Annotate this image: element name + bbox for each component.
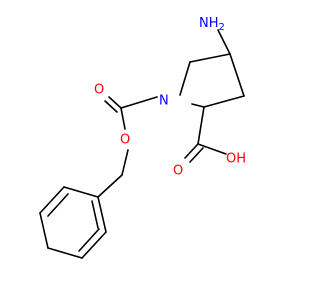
bond-c2-n [191,103,205,108]
carbamate-ester-oxygen-label: O [120,133,130,148]
bond-ph-inner-3 [91,200,99,229]
bond-c4-nh2 [217,29,231,55]
bond-c-o-double-1 [184,143,199,159]
bond-ph-2 [81,231,107,259]
structure-diagram: NH2 N O O O OH [39,16,246,259]
bond-n-carbonyl [120,96,158,109]
bond-c-o-double-2 [189,147,204,163]
acid-hydroxyl-label: OH [226,152,246,167]
carbamate-carbonyl-oxygen-label: O [94,83,104,98]
phenyl-ring [39,186,107,259]
ring-nitrogen-label: N [159,94,169,109]
bond-c4-c3 [229,53,245,97]
bond-carbonyl-o-double-1 [108,96,122,109]
bond-o-ch2 [121,149,129,176]
bond-n-c5 [179,61,191,96]
bond-c5-c4 [189,53,231,63]
bond-c2-cooh [197,106,205,145]
bond-carbonyl-o-ester [120,107,126,130]
bond-ph-inner-2 [47,193,69,217]
bond-ph-3 [47,247,83,259]
bond-ph-1 [97,196,107,233]
carbamate-group [97,96,158,198]
bond-ph-5 [39,186,65,214]
bond-ph-4 [39,212,49,249]
bond-ph-inner-1 [78,228,100,252]
bond-ph-6 [63,186,99,198]
bond-ch2-phenyl [97,174,123,198]
carboxylic-acid-group [184,106,227,163]
bond-carbonyl-o-double-2 [104,100,118,113]
bond-c-oh [197,143,227,155]
acid-carbonyl-oxygen-label: O [173,164,183,179]
pyrrolidine-ring [179,53,245,108]
amino-group-label: NH2 [199,16,225,34]
bond-c3-c2 [203,95,245,108]
